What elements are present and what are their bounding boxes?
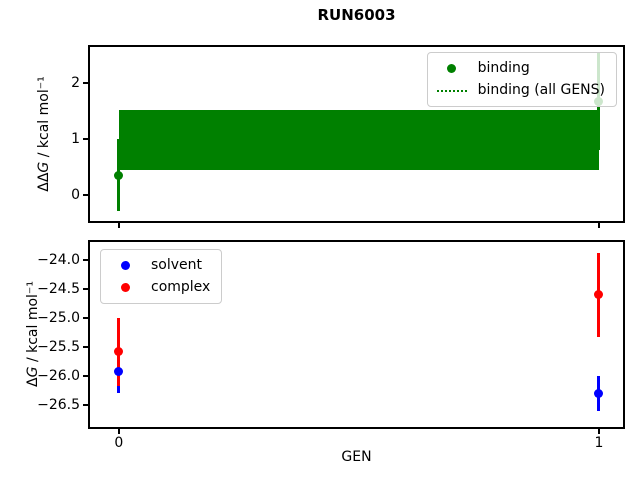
y-tick-label: −24.0 — [37, 251, 80, 268]
top-legend-label-binding: binding — [477, 60, 530, 76]
y-tick-mark — [83, 287, 88, 290]
top-y-axis-label-suffix: / kcal mol⁻¹ — [36, 76, 52, 162]
top-legend: binding binding (all GENS) — [426, 52, 617, 107]
top-legend-label-binding-all-gens: binding (all GENS) — [477, 82, 605, 98]
all-gens-uncertainty-band — [118, 109, 599, 171]
complex-point-gen0 — [114, 347, 124, 357]
bottom-legend-label-solvent: solvent — [151, 257, 203, 273]
y-tick-mark — [83, 81, 88, 84]
y-tick-label: −24.5 — [37, 280, 80, 297]
y-tick-mark — [83, 137, 88, 140]
y-tick-mark — [83, 404, 88, 407]
solvent-legend-marker-icon — [110, 261, 140, 270]
bottom-legend-label-complex: complex — [151, 279, 211, 295]
binding-point-gen0 — [114, 170, 124, 180]
y-tick-label: −25.0 — [37, 309, 80, 326]
x-tick-mark — [117, 223, 120, 228]
solvent-point-gen1 — [594, 389, 604, 399]
x-tick-label: 0 — [114, 435, 124, 451]
y-tick-mark — [83, 316, 88, 319]
x-tick-mark — [117, 429, 120, 434]
top-legend-item-binding: binding — [437, 60, 605, 77]
y-tick-mark — [83, 193, 88, 196]
y-tick-label: −25.5 — [37, 339, 80, 356]
x-tick-label: 1 — [594, 435, 604, 451]
x-axis-label: GEN — [341, 449, 372, 465]
y-tick-label: 2 — [71, 74, 80, 91]
y-tick-label: 1 — [71, 130, 80, 147]
y-tick-mark — [83, 258, 88, 261]
y-tick-mark — [83, 375, 88, 378]
top-y-axis-label-prefix: ΔΔ — [36, 172, 52, 192]
bottom-legend-item-solvent: solvent — [110, 257, 210, 274]
binding-legend-marker-icon — [437, 64, 467, 73]
solvent-point-gen0 — [114, 367, 124, 377]
complex-point-gen1 — [594, 290, 604, 300]
complex-legend-marker-icon — [110, 283, 140, 292]
top-y-axis-label: ΔΔG / kcal mol⁻¹ — [36, 76, 52, 191]
bottom-legend-item-complex: complex — [110, 279, 210, 296]
top-legend-item-binding-all-gens: binding (all GENS) — [436, 82, 605, 99]
bottom-axes: solvent complex −24.0 −24.5 −25.0 −25.5 −26.… — [37, 240, 625, 451]
bottom-legend: solvent complex — [100, 249, 223, 304]
y-tick-label: −26.5 — [37, 397, 80, 414]
y-tick-mark — [83, 346, 88, 349]
x-tick-mark — [597, 223, 600, 228]
binding-all-gens-dotted-line-icon — [436, 89, 467, 92]
top-y-axis-label-var: G — [36, 161, 52, 173]
top-axes: binding binding (all GENS) 0 1 2 — [71, 45, 625, 228]
y-tick-label: 0 — [71, 186, 80, 203]
x-tick-mark — [597, 429, 600, 434]
chart-title: RUN6003 — [317, 6, 396, 24]
y-tick-label: −26.0 — [37, 368, 80, 385]
